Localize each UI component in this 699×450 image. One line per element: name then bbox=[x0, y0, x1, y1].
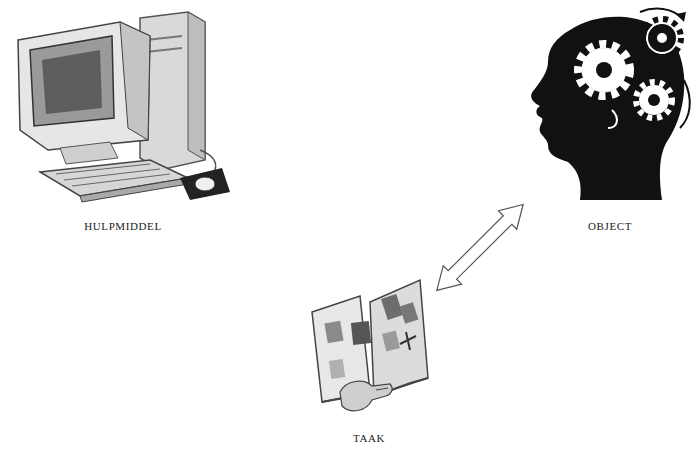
computer-illustration bbox=[18, 12, 230, 202]
task-node: TAAK bbox=[304, 272, 434, 444]
tool-node: HULPMIDDEL bbox=[12, 10, 234, 232]
head-gears-illustration bbox=[531, 9, 690, 200]
object-node: OBJECT bbox=[526, 4, 694, 232]
node-label: TAAK bbox=[304, 432, 434, 444]
node-label: OBJECT bbox=[526, 220, 694, 232]
double-arrow bbox=[437, 204, 523, 290]
book-illustration bbox=[312, 280, 428, 411]
node-label: HULPMIDDEL bbox=[12, 220, 234, 232]
